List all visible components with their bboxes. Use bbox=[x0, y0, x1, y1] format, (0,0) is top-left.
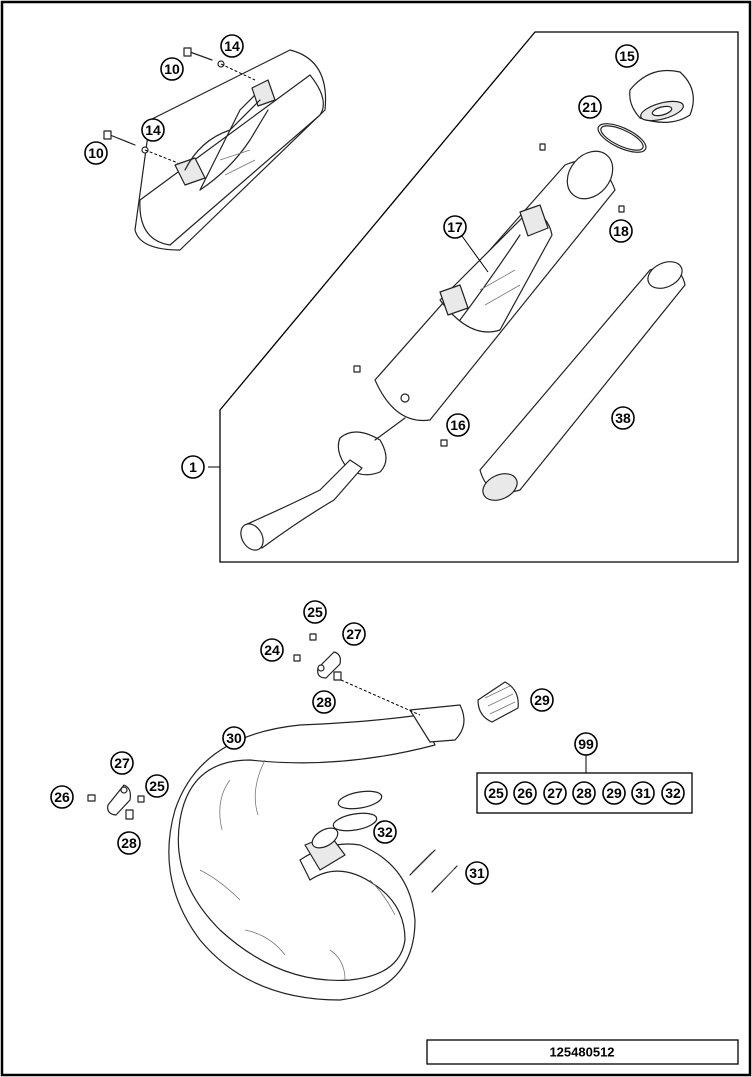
callout-10-lower: 10 bbox=[84, 141, 108, 165]
kit-item-27: 27 bbox=[543, 781, 567, 805]
kit-item-31: 31 bbox=[631, 781, 655, 805]
svg-text:28: 28 bbox=[316, 694, 332, 710]
svg-text:32: 32 bbox=[665, 785, 681, 801]
svg-text:27: 27 bbox=[346, 626, 362, 642]
callout-32: 32 bbox=[373, 820, 397, 844]
silencer-packing-38 bbox=[479, 261, 686, 501]
callout-31: 31 bbox=[465, 861, 489, 885]
reference-number: 125480512 bbox=[549, 1045, 614, 1060]
svg-text:10: 10 bbox=[88, 145, 104, 161]
kit-item-25: 25 bbox=[484, 781, 508, 805]
mounting-bracket-upper bbox=[293, 633, 421, 716]
bolt-10-lower bbox=[103, 130, 136, 146]
springs-31 bbox=[409, 849, 458, 893]
rivet-18 bbox=[618, 205, 625, 213]
svg-text:1: 1 bbox=[189, 459, 197, 475]
svg-text:26: 26 bbox=[54, 789, 70, 805]
screw-small bbox=[353, 365, 361, 373]
svg-text:14: 14 bbox=[224, 38, 240, 54]
svg-text:15: 15 bbox=[619, 48, 635, 64]
inlet-pipe bbox=[240, 459, 363, 551]
screw-16 bbox=[440, 439, 448, 447]
svg-text:10: 10 bbox=[164, 61, 180, 77]
callout-38: 38 bbox=[611, 406, 635, 430]
callout-30: 30 bbox=[222, 726, 246, 750]
reference-number-box bbox=[426, 1039, 739, 1065]
svg-text:27: 27 bbox=[114, 755, 130, 771]
svg-text:30: 30 bbox=[226, 730, 242, 746]
svg-text:29: 29 bbox=[606, 785, 622, 801]
silencer-clamp-17 bbox=[439, 204, 553, 333]
kit-item-26: 26 bbox=[513, 781, 537, 805]
o-ring-29 bbox=[477, 681, 519, 723]
svg-text:18: 18 bbox=[613, 223, 629, 239]
svg-text:38: 38 bbox=[615, 410, 631, 426]
svg-text:32: 32 bbox=[377, 824, 393, 840]
mounting-bracket-lower bbox=[87, 784, 145, 820]
seal-ring-21 bbox=[597, 123, 647, 153]
svg-text:25: 25 bbox=[307, 604, 323, 620]
callout-16: 16 bbox=[446, 413, 470, 437]
header-pipe-30 bbox=[168, 704, 465, 1001]
svg-text:99: 99 bbox=[578, 736, 594, 752]
rivet-top bbox=[539, 143, 546, 151]
svg-text:25: 25 bbox=[488, 785, 504, 801]
kit-item-28: 28 bbox=[572, 781, 596, 805]
callout-25-lower: 25 bbox=[145, 774, 169, 798]
callout-10-upper: 10 bbox=[160, 57, 184, 81]
svg-text:17: 17 bbox=[447, 219, 463, 235]
callout-1: 1 bbox=[181, 455, 205, 479]
svg-text:14: 14 bbox=[145, 122, 161, 138]
callout-18: 18 bbox=[609, 219, 633, 243]
svg-text:27: 27 bbox=[547, 785, 563, 801]
callout-28-upper: 28 bbox=[312, 690, 336, 714]
callout-17: 17 bbox=[443, 215, 467, 239]
callout-25-upper: 25 bbox=[303, 600, 327, 624]
callout-24: 24 bbox=[260, 638, 284, 662]
svg-text:24: 24 bbox=[264, 642, 280, 658]
repair-kit-box bbox=[476, 772, 693, 814]
callout-14-lower: 14 bbox=[141, 118, 165, 142]
muffler-clamp-detail bbox=[134, 49, 327, 251]
end-cap-15 bbox=[629, 69, 694, 123]
svg-text:25: 25 bbox=[149, 778, 165, 794]
svg-text:28: 28 bbox=[121, 835, 137, 851]
bolt-10-upper bbox=[183, 47, 213, 61]
svg-text:21: 21 bbox=[582, 99, 598, 115]
callout-29: 29 bbox=[530, 688, 554, 712]
silencer-assembly-panel bbox=[219, 31, 739, 563]
callout-21: 21 bbox=[578, 95, 602, 119]
svg-text:26: 26 bbox=[517, 785, 533, 801]
svg-text:16: 16 bbox=[450, 417, 466, 433]
callout-27-lower: 27 bbox=[110, 751, 134, 775]
callout-15: 15 bbox=[615, 44, 639, 68]
callout-14-upper: 14 bbox=[220, 34, 244, 58]
callout-27-upper: 27 bbox=[342, 622, 366, 646]
kit-item-29: 29 bbox=[602, 781, 626, 805]
callout-26: 26 bbox=[50, 785, 74, 809]
svg-text:28: 28 bbox=[576, 785, 592, 801]
gasket-32 bbox=[332, 790, 383, 832]
svg-text:31: 31 bbox=[469, 865, 485, 881]
svg-text:29: 29 bbox=[534, 692, 550, 708]
callout-99: 99 bbox=[574, 732, 598, 756]
svg-text:31: 31 bbox=[635, 785, 651, 801]
kit-item-32: 32 bbox=[661, 781, 685, 805]
callout-28-lower: 28 bbox=[117, 831, 141, 855]
